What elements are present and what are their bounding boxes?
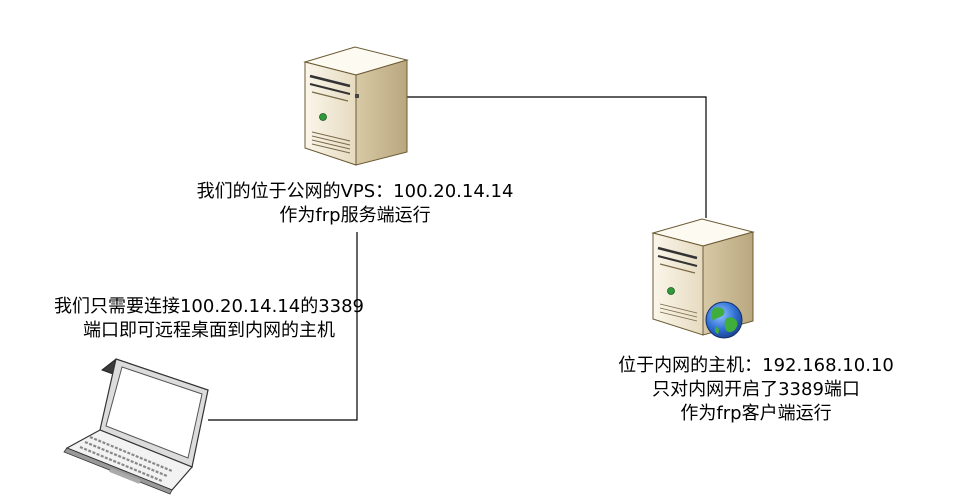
globe-icon	[705, 301, 743, 339]
laptop-label-line1: 我们只需要连接100.20.14.14的3389	[53, 296, 365, 317]
vps-label-line2: 作为frp服务端运行	[279, 205, 431, 226]
laptop-icon	[63, 358, 209, 495]
vps-label-line1: 我们的位于公网的VPS：100.20.14.14	[196, 181, 514, 202]
vps-to-internal-connector	[407, 96, 707, 218]
laptop-to-vps-connector	[208, 232, 358, 421]
vps-label: 我们的位于公网的VPS：100.20.14.14 作为frp服务端运行	[130, 180, 580, 228]
internal-host-label-line3: 作为frp客户端运行	[680, 403, 832, 424]
laptop-label-line2: 端口即可远程桌面到内网的主机	[83, 320, 335, 341]
internal-host-label-line1: 位于内网的主机：192.168.10.10	[618, 355, 894, 376]
internal-host-label: 位于内网的主机：192.168.10.10 只对内网开启了3389端口 作为fr…	[556, 354, 956, 426]
vps-server-icon	[303, 46, 409, 166]
laptop-label: 我们只需要连接100.20.14.14的3389 端口即可远程桌面到内网的主机	[0, 295, 418, 343]
internal-host-label-line2: 只对内网开启了3389端口	[652, 379, 860, 400]
